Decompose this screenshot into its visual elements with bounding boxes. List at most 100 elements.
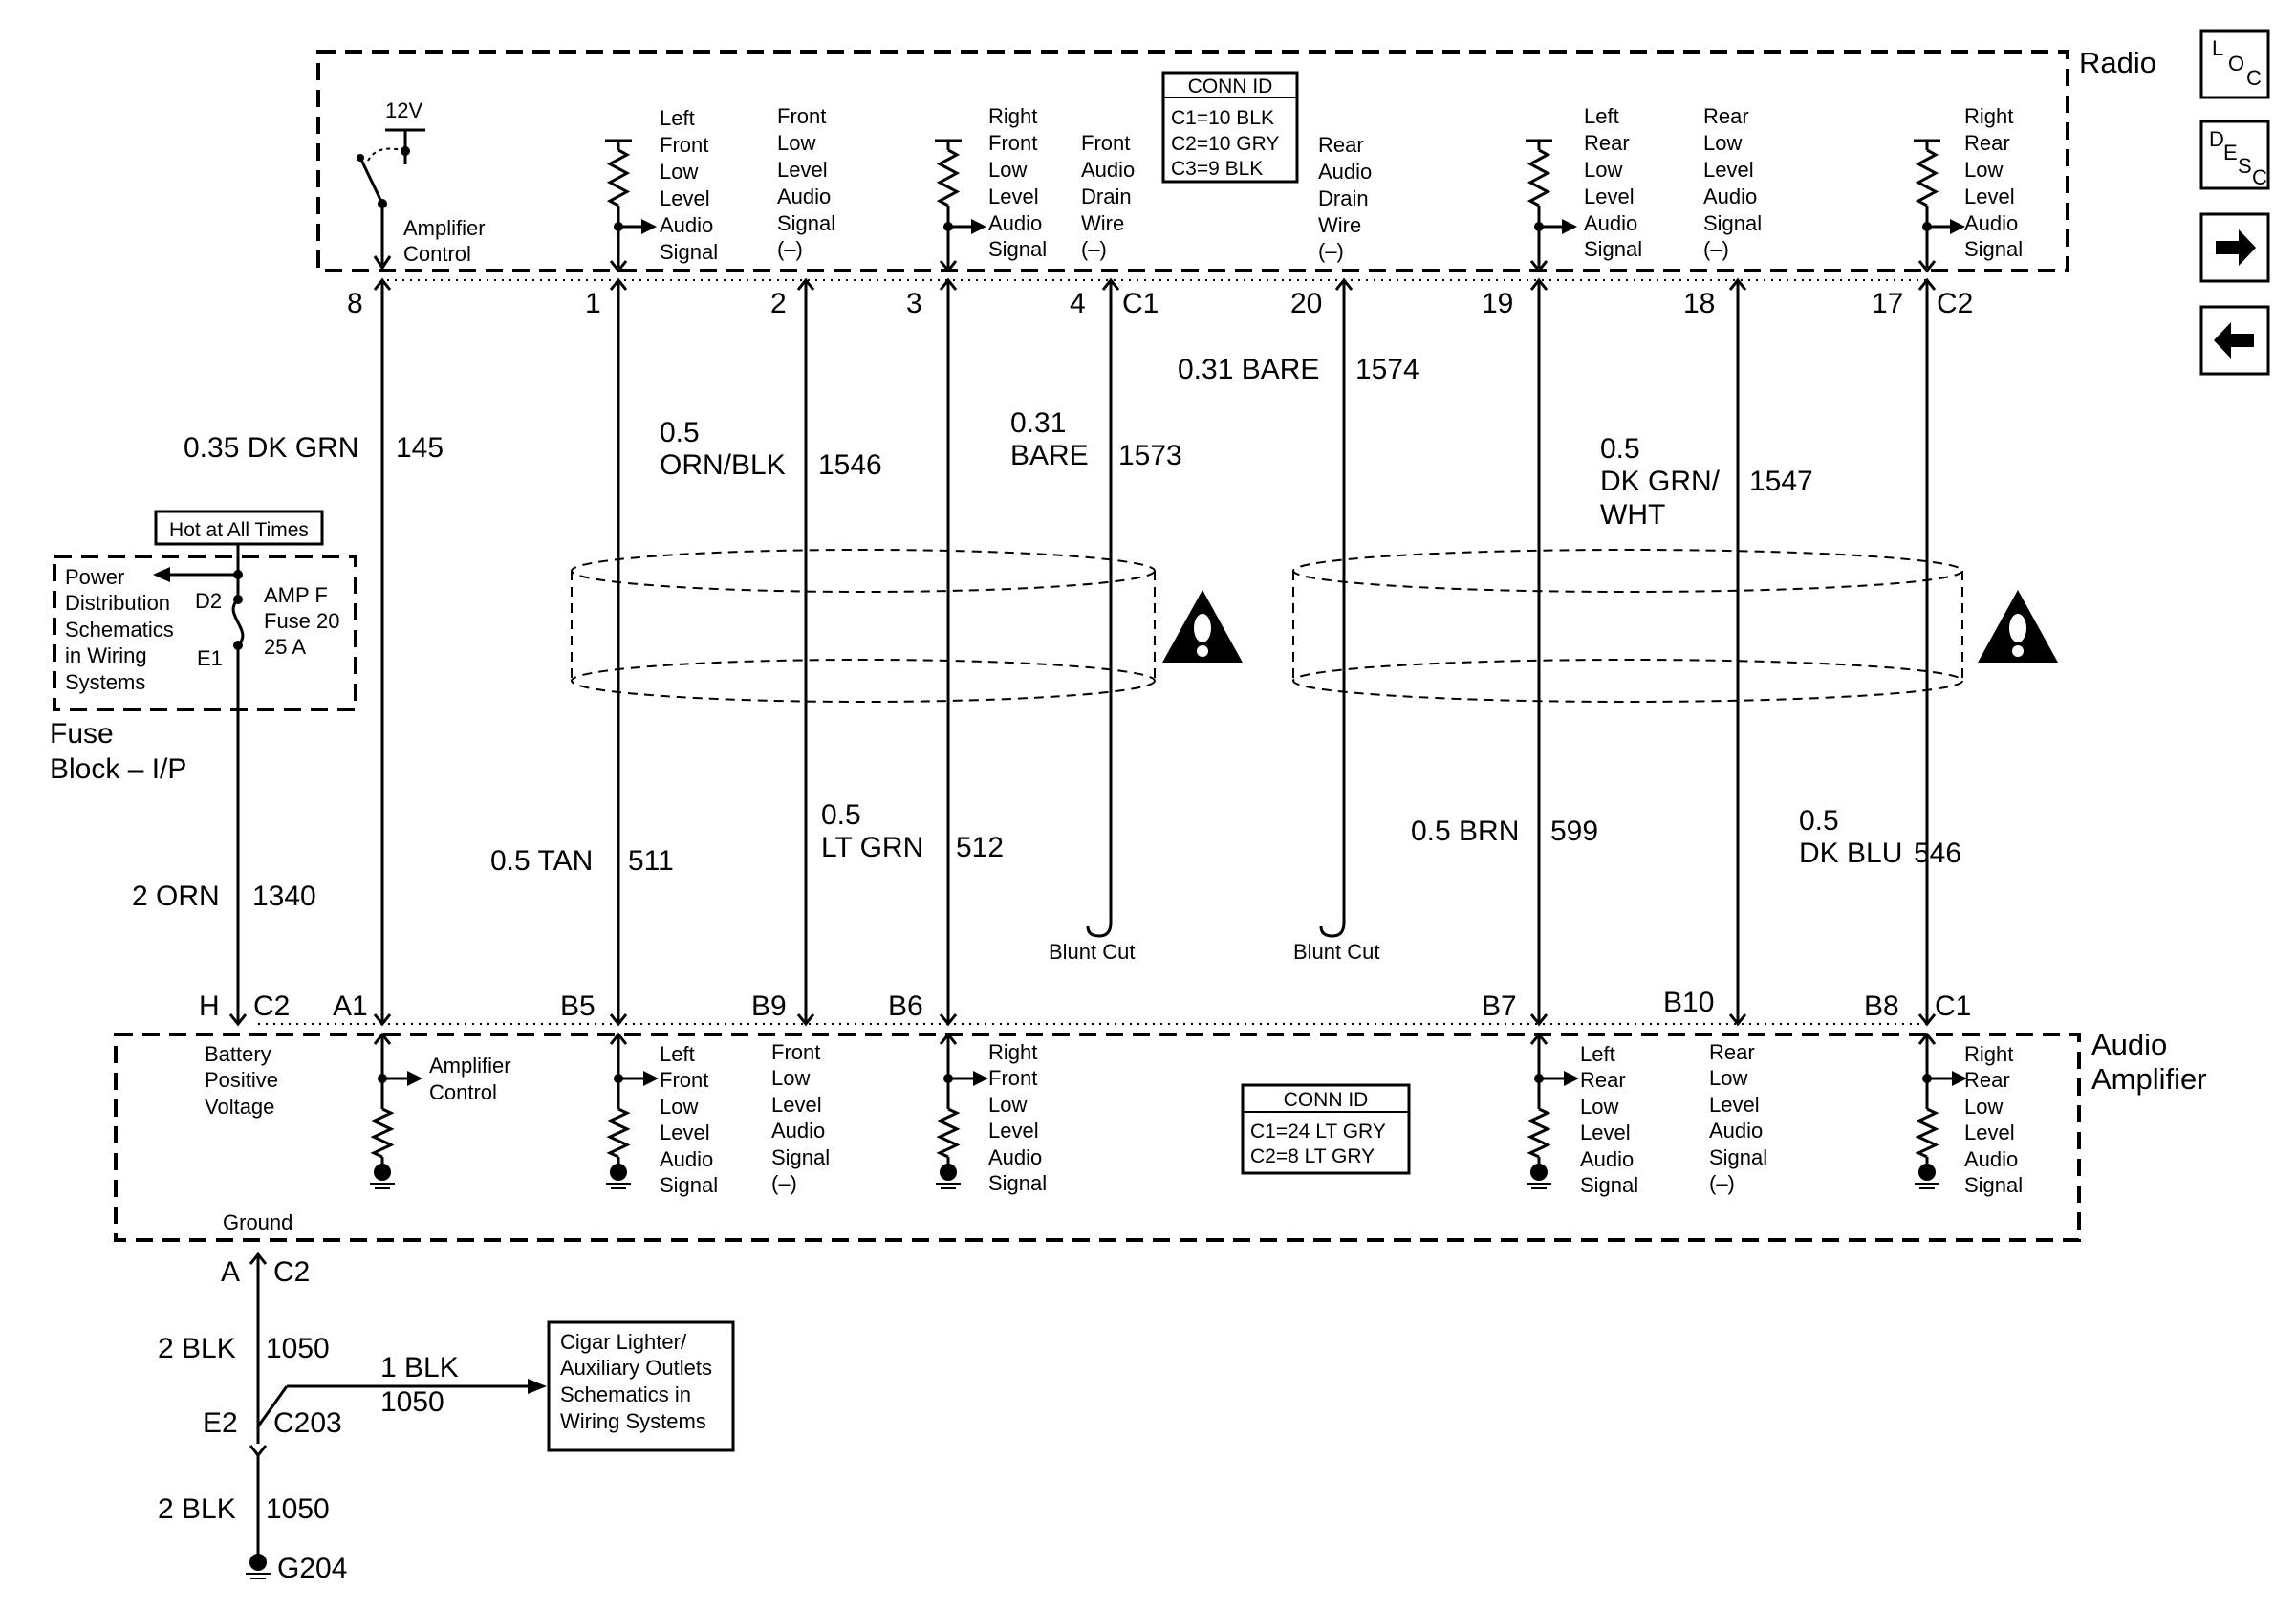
svg-text:1 BLK: 1 BLK bbox=[380, 1352, 459, 1383]
svg-text:Audio: Audio bbox=[660, 1147, 713, 1171]
radio-conn-id: CONN ID C1=10 BLK C2=10 GRY C3=9 BLK bbox=[1161, 71, 1299, 184]
drain-wire bbox=[1319, 277, 1354, 938]
svg-text:Low: Low bbox=[777, 131, 815, 155]
svg-text:25 A: 25 A bbox=[264, 635, 306, 659]
pull-up-resistor bbox=[935, 139, 986, 273]
arrow-head bbox=[407, 1071, 422, 1086]
svg-text:Signal: Signal bbox=[1703, 211, 1762, 235]
svg-text:Power: Power bbox=[65, 565, 124, 589]
svg-text:Level: Level bbox=[1964, 1121, 2015, 1144]
radio-title: Radio bbox=[2079, 46, 2156, 79]
arrow-head bbox=[643, 1071, 659, 1086]
radio-pins: 8 1 2 3 4 C1 20 19 18 17 C2 bbox=[347, 288, 1973, 319]
loc-icon[interactable]: L O C bbox=[2199, 29, 2270, 99]
svg-text:Auxiliary Outlets: Auxiliary Outlets bbox=[560, 1356, 712, 1380]
svg-text:C2: C2 bbox=[273, 1256, 310, 1288]
radio-lr-minus-label: Rear Low Level Audio Signal (–) bbox=[1703, 104, 1762, 261]
radio-rf-label: Right Front Low Level Audio Signal bbox=[988, 104, 1047, 261]
svg-text:2 BLK: 2 BLK bbox=[158, 1493, 236, 1525]
svg-text:Front: Front bbox=[1081, 131, 1130, 155]
svg-text:Low: Low bbox=[988, 158, 1027, 182]
resistor-zigzag bbox=[936, 1107, 961, 1159]
next-arrow-icon[interactable] bbox=[2199, 212, 2270, 283]
svg-text:0.5 TAN: 0.5 TAN bbox=[490, 845, 593, 877]
arrow-head bbox=[641, 219, 657, 234]
wire-labels: 0.35 DK GRN 145 0.5 ORN/BLK 1546 0.31 BA… bbox=[132, 354, 1961, 1525]
svg-text:0.35 DK GRN: 0.35 DK GRN bbox=[184, 432, 358, 464]
prev-arrow-icon[interactable] bbox=[2199, 305, 2270, 376]
pin-terminal bbox=[1917, 1013, 1937, 1027]
svg-text:Signal: Signal bbox=[777, 211, 835, 235]
svg-text:S: S bbox=[2238, 154, 2252, 178]
svg-text:ORN/BLK: ORN/BLK bbox=[660, 449, 786, 481]
radio-lf-minus-label: Front Low Level Audio Signal (–) bbox=[777, 104, 835, 261]
ground-icon bbox=[604, 1155, 633, 1190]
pin-terminal bbox=[1728, 1013, 1747, 1027]
warning-icon bbox=[1162, 590, 1243, 663]
svg-text:G204: G204 bbox=[277, 1553, 347, 1584]
svg-text:A: A bbox=[221, 1256, 240, 1288]
svg-text:Low: Low bbox=[660, 1095, 698, 1119]
amp-pins: H C2 A1 B5 B9 B6 B7 B10 B8 C1 bbox=[199, 987, 1971, 1022]
svg-text:1574: 1574 bbox=[1355, 354, 1419, 385]
warning-icon bbox=[1978, 590, 2058, 663]
svg-text:C: C bbox=[2246, 66, 2262, 90]
radio-resistors bbox=[605, 139, 1965, 273]
svg-text:C: C bbox=[2252, 165, 2267, 189]
svg-text:Low: Low bbox=[988, 1093, 1027, 1117]
blunt-cut-hook bbox=[1319, 922, 1346, 938]
svg-text:Front: Front bbox=[988, 131, 1037, 155]
svg-text:CONN ID: CONN ID bbox=[1188, 76, 1273, 98]
svg-text:1573: 1573 bbox=[1118, 440, 1182, 471]
svg-text:E: E bbox=[2223, 141, 2238, 164]
fuse-block-box bbox=[53, 555, 357, 711]
svg-text:Rear: Rear bbox=[1709, 1040, 1755, 1064]
svg-text:Level: Level bbox=[988, 1119, 1039, 1143]
svg-text:0.5: 0.5 bbox=[1600, 433, 1640, 465]
amp-lf-minus-label: Front Low Level Audio Signal (–) bbox=[771, 1040, 830, 1195]
svg-text:Signal: Signal bbox=[1964, 237, 2023, 261]
pin-terminal bbox=[1917, 260, 1937, 273]
ground-icon bbox=[1913, 1155, 1941, 1190]
svg-text:Rear: Rear bbox=[1703, 104, 1749, 128]
resistor-zigzag bbox=[606, 148, 631, 207]
svg-text:Positive: Positive bbox=[205, 1068, 278, 1092]
pin-terminal bbox=[609, 1013, 628, 1027]
svg-text:C1=24 LT GRY: C1=24 LT GRY bbox=[1250, 1121, 1386, 1143]
svg-text:Signal: Signal bbox=[988, 237, 1047, 261]
svg-text:1050: 1050 bbox=[266, 1333, 330, 1364]
pin-terminal bbox=[939, 260, 958, 273]
power-distribution-label: Power Distribution Schematics in Wiring … bbox=[65, 565, 174, 694]
svg-text:Control: Control bbox=[403, 242, 471, 266]
arrow-head bbox=[1562, 219, 1577, 234]
arrow-head bbox=[528, 1379, 547, 1394]
svg-text:C2: C2 bbox=[1937, 288, 1973, 319]
svg-text:1050: 1050 bbox=[380, 1386, 444, 1418]
svg-text:in Wiring: in Wiring bbox=[65, 643, 147, 667]
svg-text:Wiring Systems: Wiring Systems bbox=[560, 1409, 706, 1433]
svg-text:Level: Level bbox=[1580, 1121, 1631, 1144]
svg-text:2 ORN: 2 ORN bbox=[132, 881, 220, 912]
svg-text:E2: E2 bbox=[203, 1407, 238, 1439]
svg-text:C1: C1 bbox=[1122, 288, 1159, 319]
svg-text:2 BLK: 2 BLK bbox=[158, 1333, 236, 1364]
amp-lr-label: Left Rear Low Level Audio Signal bbox=[1580, 1042, 1638, 1197]
svg-text:Signal: Signal bbox=[660, 1173, 718, 1197]
desc-icon[interactable]: D E S C bbox=[2199, 120, 2270, 190]
svg-text:1547: 1547 bbox=[1749, 466, 1813, 497]
svg-text:CONN ID: CONN ID bbox=[1284, 1089, 1369, 1111]
amp-lf-label: Left Front Low Level Audio Signal bbox=[660, 1042, 718, 1197]
pull-down-resistor bbox=[604, 1032, 659, 1190]
svg-text:546: 546 bbox=[1914, 838, 1961, 869]
svg-text:C3=9 BLK: C3=9 BLK bbox=[1171, 158, 1263, 180]
svg-text:D: D bbox=[2209, 127, 2224, 151]
ground-wire bbox=[244, 1252, 547, 1580]
svg-text:B9: B9 bbox=[751, 991, 787, 1022]
svg-text:0.5: 0.5 bbox=[1799, 805, 1839, 837]
svg-text:Signal: Signal bbox=[771, 1145, 830, 1169]
resistor-zigzag bbox=[1915, 1107, 1939, 1159]
svg-text:Audio: Audio bbox=[777, 185, 831, 208]
svg-text:512: 512 bbox=[956, 832, 1004, 863]
svg-text:Low: Low bbox=[1964, 158, 2003, 182]
pin-terminal bbox=[796, 1013, 815, 1027]
